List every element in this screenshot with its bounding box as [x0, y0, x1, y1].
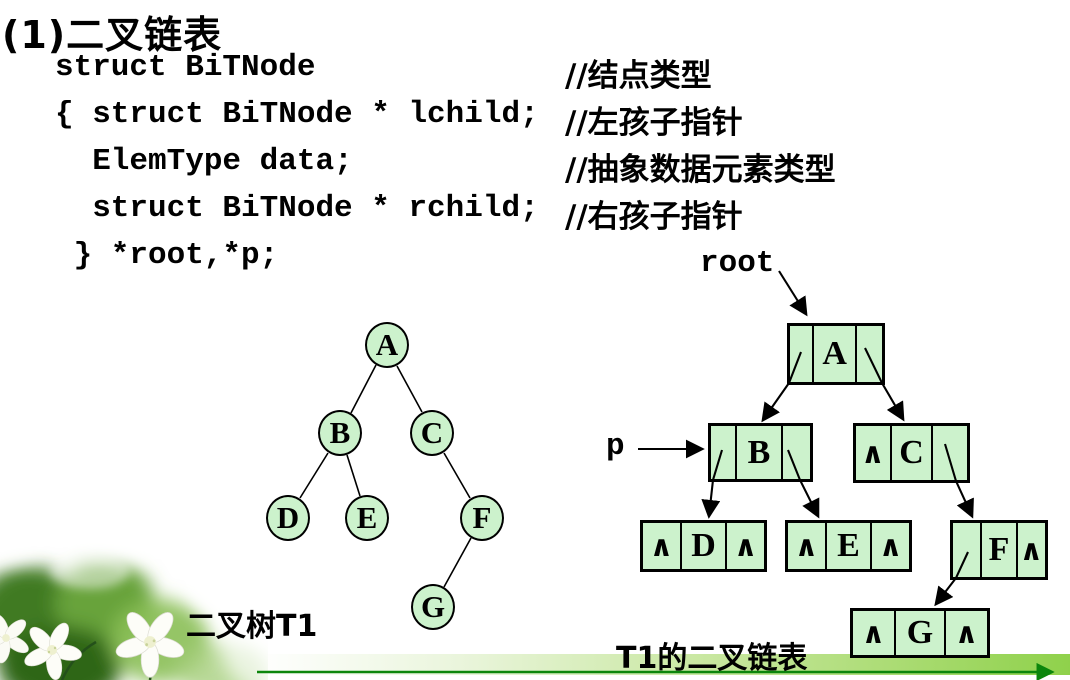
tree-node-label: F: [472, 500, 492, 535]
tree-node-label: B: [329, 415, 351, 450]
data-cell: B: [737, 426, 782, 479]
null-symbol: ∧: [860, 435, 885, 470]
code-text: struct BiTNode * rchild;: [55, 191, 539, 226]
null-symbol: ∧: [878, 528, 903, 563]
data-value: D: [691, 527, 716, 564]
code-line-4: struct BiTNode * rchild; //右孩子指针: [55, 191, 1065, 235]
null-symbol: ∧: [794, 528, 819, 563]
data-cell: F: [982, 523, 1015, 577]
null-symbol: ∧: [1019, 532, 1044, 567]
code-line-1: struct BiTNode //结点类型: [55, 50, 1065, 94]
rchild-null-cell: ∧: [1015, 523, 1045, 577]
lchild-null-cell: ∧: [643, 523, 682, 569]
edge-F-G: [443, 537, 472, 588]
code-line-3: ElemType data; //抽象数据元素类型: [55, 144, 1065, 188]
edge-B-E: [346, 454, 361, 497]
highlight: [50, 553, 130, 589]
list-node-G: ∧ G ∧: [850, 608, 990, 658]
lchild-null-cell: ∧: [788, 523, 827, 569]
tree-node-label: G: [420, 589, 446, 624]
list-node-F: F ∧: [950, 520, 1048, 580]
list-node-C: ∧ C: [853, 423, 970, 483]
lchild-null-cell: ∧: [856, 426, 892, 480]
code-text: ElemType data;: [55, 144, 353, 179]
list-node-B: B: [708, 423, 813, 482]
white-flower-1: [24, 622, 82, 680]
edge-C-F: [443, 452, 471, 499]
rchild-pointer-cell: [781, 426, 810, 479]
bottom-gradient-bar: [255, 654, 1070, 675]
data-value: C: [899, 434, 924, 471]
data-value: F: [988, 531, 1010, 568]
tree-node-D: D: [266, 495, 310, 541]
null-symbol: ∧: [649, 528, 674, 563]
rchild-null-cell: ∧: [870, 523, 909, 569]
code-comment: //右孩子指针: [565, 199, 743, 235]
code-comment: //抽象数据元素类型: [565, 152, 836, 188]
white-flower-2: [115, 612, 185, 678]
code-comment: //左孩子指针: [565, 105, 743, 141]
tree-node-E: E: [345, 495, 389, 541]
data-value: E: [837, 527, 860, 564]
tree-node-C: C: [410, 410, 454, 456]
tree-node-F: F: [460, 495, 504, 541]
p-pointer-label: p: [606, 429, 625, 464]
rchild-null-cell: ∧: [725, 523, 764, 569]
list-caption: T1的二叉链表: [616, 641, 808, 676]
tree-node-G: G: [411, 584, 455, 630]
root-pointer-label: root: [700, 246, 775, 281]
rchild-null-cell: ∧: [944, 611, 987, 655]
list-node-E: ∧ E ∧: [785, 520, 912, 572]
tree-node-A: A: [365, 322, 409, 368]
code-line-5: } *root,*p;: [55, 238, 1065, 280]
white-fade: [0, 516, 268, 680]
data-value: B: [747, 433, 771, 471]
list-node-A: A: [787, 323, 885, 385]
data-cell: D: [682, 523, 726, 569]
flower-photo: [0, 516, 268, 680]
data-value: G: [906, 614, 934, 651]
tree-caption: 二叉树T1: [186, 609, 318, 644]
data-cell: E: [827, 523, 871, 569]
data-cell: A: [814, 326, 855, 382]
lchild-pointer-cell: [711, 426, 737, 479]
tree-node-B: B: [318, 410, 362, 456]
null-symbol: ∧: [954, 615, 979, 650]
null-symbol: ∧: [733, 528, 758, 563]
code-text: struct BiTNode: [55, 50, 316, 85]
white-flower-3: [0, 614, 29, 664]
code-comment: //结点类型: [565, 58, 712, 94]
data-cell: C: [892, 426, 932, 480]
edge-B-D: [299, 452, 329, 499]
lchild-pointer-cell: [790, 326, 814, 382]
list-node-D: ∧ D ∧: [640, 520, 767, 572]
tree-node-label: A: [375, 327, 399, 362]
tree-node-label: E: [356, 500, 378, 535]
code-text: } *root,*p;: [55, 238, 279, 273]
code-line-2: { struct BiTNode * lchild; //左孩子指针: [55, 97, 1065, 141]
code-text: { struct BiTNode * lchild;: [55, 97, 539, 132]
tree-node-label: D: [276, 500, 300, 535]
tree-node-label: C: [420, 415, 444, 450]
edge-A-C: [396, 365, 423, 413]
rchild-pointer-cell: [931, 426, 967, 480]
rchild-pointer-cell: [855, 326, 882, 382]
null-symbol: ∧: [861, 615, 886, 650]
edge-A-B: [350, 364, 377, 414]
data-value: A: [822, 335, 847, 372]
data-cell: G: [896, 611, 944, 655]
slide-title: (1)二叉链表: [2, 13, 223, 57]
lchild-pointer-cell: [953, 523, 983, 577]
lchild-null-cell: ∧: [853, 611, 896, 655]
